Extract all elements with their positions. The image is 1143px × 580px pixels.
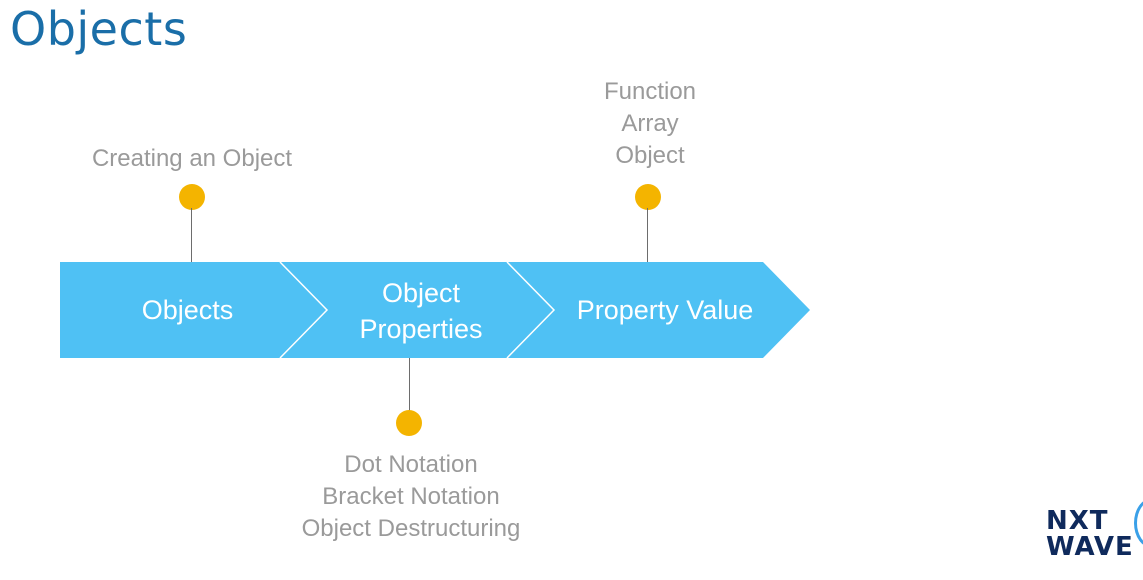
stage-object-properties-shape	[280, 262, 554, 358]
stage-objects-shape	[60, 262, 327, 358]
stage-label-objects: Objects	[141, 295, 234, 325]
marker-dot	[396, 410, 422, 436]
annotation-property-value-types: Function Array Object	[603, 78, 697, 169]
annotation-property-access: Dot Notation Bracket Notation Object Des…	[301, 451, 521, 542]
connector-line	[191, 208, 192, 262]
chevron-separator-2	[506, 261, 556, 359]
connector-line	[647, 208, 648, 262]
annotation-creating-object: Creating an Object	[91, 145, 293, 172]
marker-dot	[635, 184, 661, 210]
stage-label-object-properties: Object Properties	[359, 278, 483, 344]
page-title: Objects	[10, 2, 188, 56]
connector-line	[409, 358, 410, 412]
stage-property-value-shape	[507, 262, 810, 358]
marker-dot	[179, 184, 205, 210]
stage-label-property-value: Property Value	[576, 295, 754, 325]
nxtwave-logo: NXT WAVE	[1046, 506, 1134, 562]
chevron-separator-1	[279, 261, 329, 359]
